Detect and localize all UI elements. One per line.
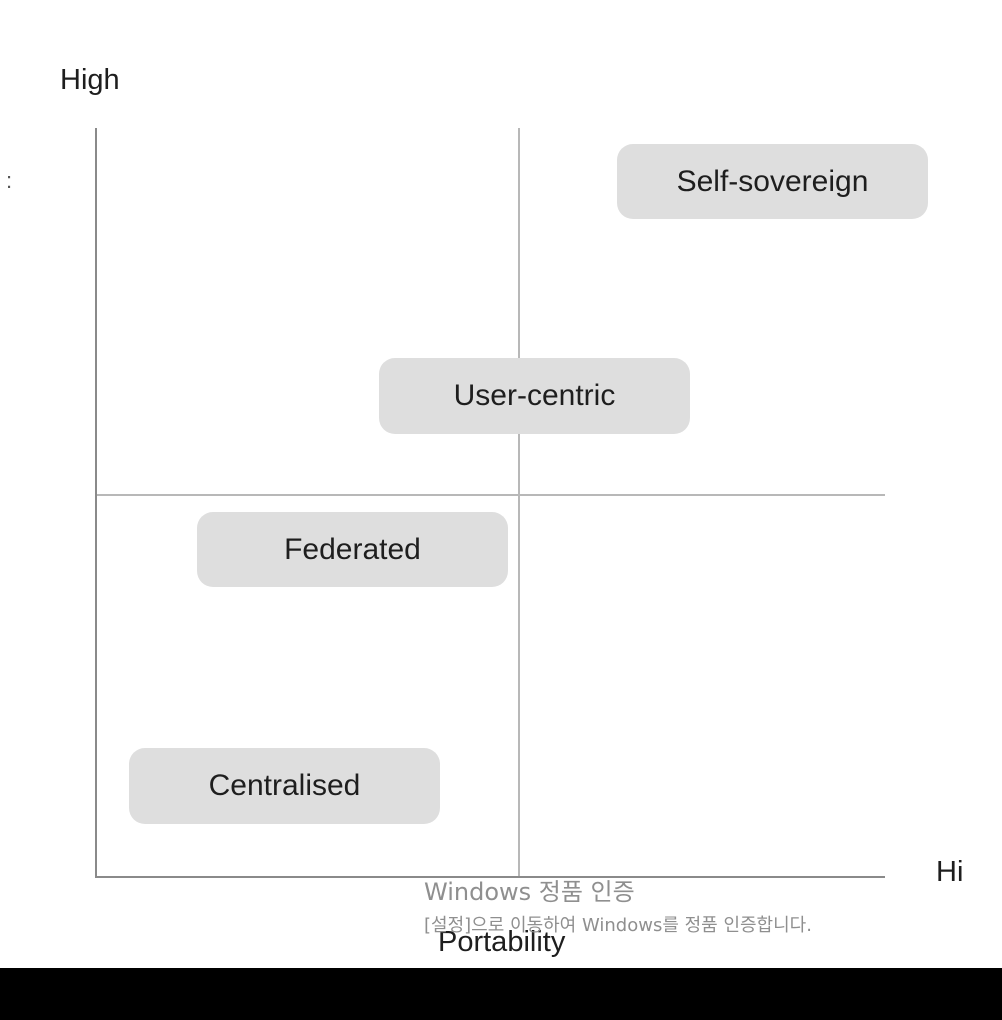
y-axis-line [95,128,97,878]
watermark-subtitle: [설정]으로 이동하여 Windows를 정품 인증합니다. [424,915,812,936]
x-axis-title: Portability [438,926,566,958]
box-self-sovereign: Self-sovereign [617,144,928,219]
x-axis-line [95,876,885,878]
x-axis-high-label: Hi [936,856,964,888]
box-federated: Federated [197,512,508,587]
box-centralised: Centralised [129,748,440,824]
vertical-divider [518,128,520,876]
left-edge-mark: : [6,168,13,193]
y-axis-high-label: High [60,64,120,96]
box-user-centric: User-centric [379,358,690,434]
watermark-title: Windows 정품 인증 [424,878,635,906]
horizontal-divider [97,494,885,496]
bottom-black-bar [0,968,1002,1020]
